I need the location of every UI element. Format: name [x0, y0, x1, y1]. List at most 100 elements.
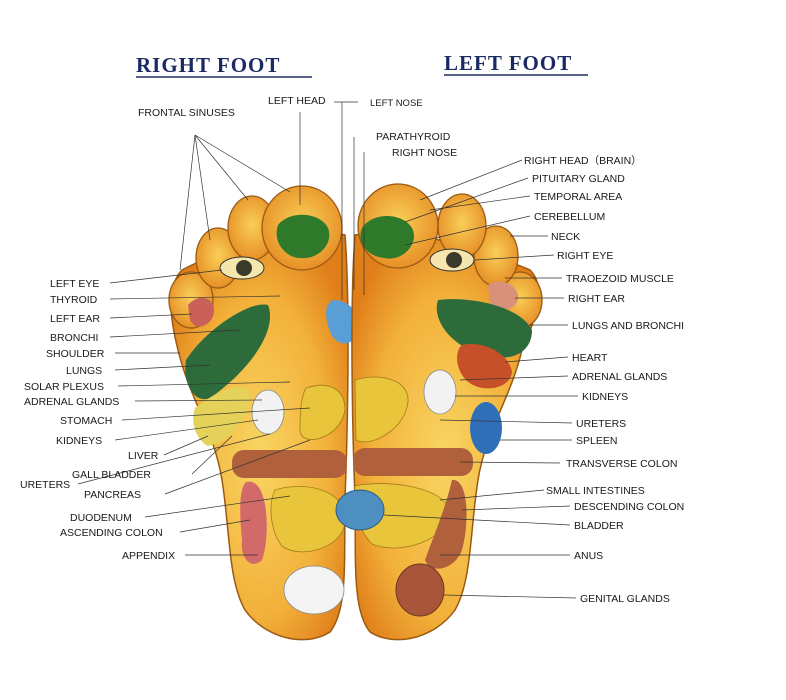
- leader-adrenal-l: [134, 399, 263, 402]
- right-foot: [168, 185, 359, 641]
- label-bronchi: BRONCHI: [50, 332, 98, 344]
- leader-pancreas: [164, 439, 311, 495]
- label-small-intestines: SMALL INTESTINES: [546, 485, 645, 497]
- leader-small-intestines: [439, 489, 545, 501]
- left-foot-ear: [488, 281, 519, 310]
- label-solar-plexus: SOLAR PLEXUS: [24, 381, 104, 393]
- leader-liver: [163, 435, 209, 456]
- label-cerebellum: CEREBELLUM: [534, 211, 605, 223]
- leader-gall-bladder: [191, 435, 233, 475]
- label-appendix: APPENDIX: [122, 550, 175, 562]
- right-foot-ear: [188, 297, 215, 327]
- label-frontal-sinuses: FRONTAL SINUSES: [138, 107, 235, 119]
- label-kidneys-left: KIDNEYS: [56, 435, 102, 447]
- label-kidneys-right: KIDNEYS: [582, 391, 628, 403]
- label-adrenal-glands-right: ADRENAL GLANDS: [572, 371, 667, 383]
- label-temporal-area: TEMPORAL AREA: [534, 191, 622, 203]
- right-foot-transverse-colon: [232, 450, 347, 478]
- leader-genital-glands: [443, 594, 577, 599]
- right-nose-area: [326, 300, 359, 344]
- label-neck: NECK: [551, 231, 580, 243]
- left-foot-spleen: [470, 402, 502, 454]
- leader-lungs: [114, 364, 211, 371]
- label-right-head: RIGHT HEAD（BRAIN）: [524, 155, 642, 167]
- right-foot-pupil: [236, 260, 252, 276]
- label-left-head: LEFT HEAD: [268, 95, 326, 107]
- label-spleen: SPLEEN: [576, 435, 617, 447]
- leader-right-eye: [474, 254, 555, 261]
- label-anus: ANUS: [574, 550, 603, 562]
- label-pancreas: PANCREAS: [84, 489, 141, 501]
- left-foot-stomach: [354, 376, 409, 443]
- label-adrenal-glands-left: ADRENAL GLANDS: [24, 396, 119, 408]
- leader-bladder: [383, 514, 571, 526]
- leader-heart: [504, 356, 569, 363]
- left-foot: [351, 183, 543, 641]
- label-right-eye: RIGHT EYE: [557, 250, 613, 262]
- left-foot-descending-colon: [425, 479, 467, 569]
- right-foot-liver: [193, 387, 251, 446]
- leader-pituitary: [404, 177, 529, 223]
- leader-stomach: [121, 407, 311, 421]
- leader-ureters-l: [77, 433, 271, 485]
- left-foot-header: LEFT FOOT: [444, 51, 572, 75]
- label-shoulder: SHOULDER: [46, 348, 105, 360]
- left-foot-genital-area: [395, 563, 445, 617]
- leader-frontal-sinus-4: [194, 134, 291, 193]
- label-lungs-and-bronchi: LUNGS AND BRONCHI: [572, 320, 684, 332]
- leader-duodenum: [144, 495, 291, 518]
- label-lungs: LUNGS: [66, 365, 102, 377]
- left-brain-area: [360, 216, 414, 259]
- left-foot-lung: [436, 299, 532, 358]
- leader-frontal-sinus-3: [194, 134, 249, 201]
- label-left-eye: LEFT EYE: [50, 278, 99, 290]
- label-left-ear: LEFT EAR: [50, 313, 100, 325]
- left-foot-kidney: [423, 369, 457, 415]
- leader-adrenal-r: [459, 375, 569, 381]
- label-genital-glands: GENITAL GLANDS: [580, 593, 670, 605]
- leader-thyroid: [109, 295, 281, 300]
- leader-solar-plexus: [117, 381, 291, 387]
- right-foot-small-intestine: [270, 486, 346, 553]
- right-brain-area: [276, 214, 330, 259]
- label-duodenum: DUODENUM: [70, 512, 132, 524]
- right-foot-stomach: [299, 384, 346, 440]
- leader-lines: [77, 101, 578, 599]
- leader-frontal-sinus-1: [179, 134, 196, 271]
- label-right-nose: RIGHT NOSE: [392, 147, 457, 159]
- label-transverse-colon: TRANSVERSE COLON: [566, 458, 677, 470]
- labels: FRONTAL SINUSES LEFT HEAD LEFT NOSE PARA…: [20, 95, 684, 605]
- right-foot-genital-area: [283, 565, 345, 615]
- leader-left-eye: [109, 269, 223, 284]
- label-right-ear: RIGHT EAR: [568, 293, 625, 305]
- left-foot-transverse-colon: [353, 448, 473, 476]
- label-liver: LIVER: [128, 450, 159, 462]
- leader-transverse-colon: [459, 461, 561, 464]
- label-left-nose: LEFT NOSE: [370, 98, 423, 109]
- label-ureters-left: URETERS: [20, 479, 70, 491]
- left-foot-pupil: [446, 252, 462, 268]
- label-bladder: BLADDER: [574, 520, 624, 532]
- right-foot-kidney: [251, 389, 285, 435]
- leader-right-head: [419, 159, 523, 201]
- leader-temporal: [429, 195, 531, 211]
- label-stomach: STOMACH: [60, 415, 112, 427]
- label-thyroid: THYROID: [50, 294, 98, 306]
- label-ascending-colon: ASCENDING COLON: [60, 527, 163, 539]
- label-parathyroid: PARATHYROID: [376, 131, 451, 143]
- leader-ascending-colon: [179, 519, 251, 533]
- leader-left-ear: [109, 313, 193, 319]
- leader-kidneys-l: [114, 419, 259, 441]
- leader-descending-colon: [461, 505, 571, 511]
- label-trapezoid-muscle: TRAOEZOID MUSCLE: [566, 273, 674, 285]
- label-pituitary-gland: PITUITARY GLAND: [532, 173, 625, 185]
- right-foot-lung: [185, 304, 271, 400]
- leader-cerebellum: [404, 215, 531, 246]
- leader-ureters-r: [439, 419, 573, 424]
- label-descending-colon: DESCENDING COLON: [574, 501, 684, 513]
- leader-frontal-sinus-2: [194, 134, 211, 241]
- right-foot-header: RIGHT FOOT: [136, 53, 280, 77]
- leader-bronchi: [109, 329, 241, 338]
- label-heart: HEART: [572, 352, 608, 364]
